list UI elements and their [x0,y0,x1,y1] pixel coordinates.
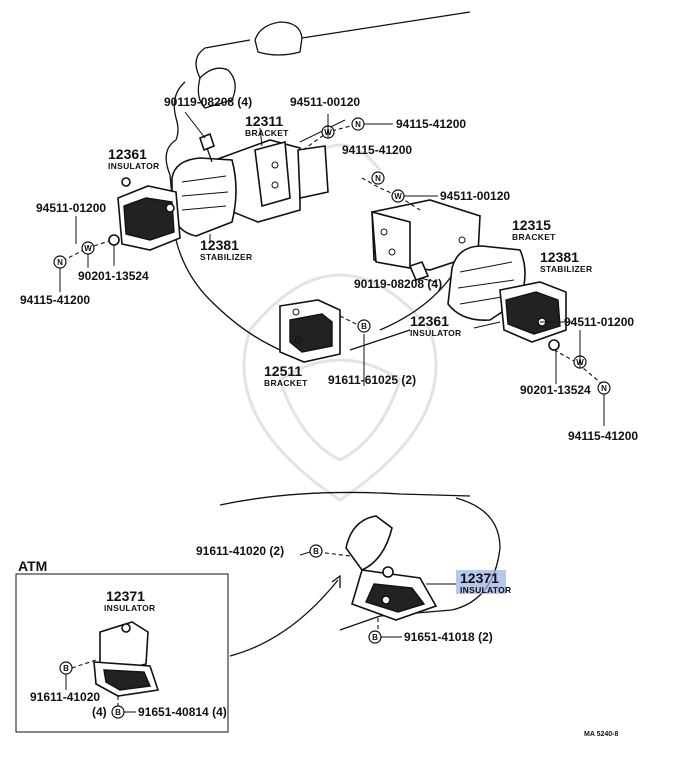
svg-text:B: B [372,633,378,642]
part-labels: 90119-08208 (4) 94511-00120 94115-41200 … [18,95,638,738]
label-bracket-right: BRACKET [512,232,556,242]
nut-icon: N [53,255,67,269]
label-12371-atm: 12371 [106,588,145,604]
label-90201-right: 90201-13524 [520,383,591,397]
left-stabilizer-12381[interactable] [171,157,237,237]
label-90119-top: 90119-08208 (4) [164,95,252,109]
label-94115-right: 94115-41200 [568,429,638,443]
left-insulator-12361[interactable] [117,177,181,251]
label-94115-mid: 94115-41200 [342,143,412,157]
bolt-90119-right[interactable] [408,261,430,281]
label-insulator-main: INSULATOR [460,585,512,595]
label-90201-left: 90201-13524 [78,269,149,283]
label-12315: 12315 [512,217,551,233]
svg-text:B: B [63,664,69,673]
atm-title: ATM [18,558,47,574]
nut-90201-left[interactable] [108,234,120,246]
nut-icon: N [351,117,365,131]
label-94511-mid: 94511-00120 [440,189,510,203]
label-stabilizer-right: STABILIZER [540,264,592,274]
bolt-90119-top[interactable] [199,132,215,163]
bolt-icon: B [309,544,323,558]
label-insulator-atm: INSULATOR [104,603,156,613]
bolt-icon: B [111,705,125,719]
svg-text:N: N [355,120,361,129]
nut-90201-right[interactable] [548,339,560,351]
svg-text:N: N [57,258,63,267]
atm-inset-box [15,573,229,733]
svg-text:B: B [313,547,319,556]
label-12361-right: 12361 [410,313,449,329]
label-94511-left: 94511-01200 [36,201,106,215]
label-stabilizer-left: STABILIZER [200,252,252,262]
bolt-icon: B [368,630,382,644]
label-90119-right: 90119-08208 (4) [354,277,442,291]
reference-code: MA 5240-8 [584,731,618,738]
label-12511: 12511 [264,363,302,379]
right-bracket-12315[interactable] [371,199,481,271]
label-12381-right: 12381 [540,249,579,265]
label-12381-left: 12381 [200,237,239,253]
label-insulator-right: INSULATOR [410,328,462,338]
bolt-icon: B [59,661,73,675]
nut-icon: N [597,381,611,395]
label-12371-main: 12371 [460,570,499,586]
selected-part-highlight [456,570,506,594]
svg-text:N: N [375,174,381,183]
nut-icon: N [371,171,385,185]
svg-text:W: W [394,192,402,201]
label-insulator-left: INSULATOR [108,161,160,171]
svg-text:B: B [361,322,367,331]
label-bracket-bottom: BRACKET [264,378,308,388]
leader-lines [59,114,605,713]
washer-icon: W [391,189,405,203]
engine-outline [165,11,481,356]
atm-pointer-arrow [229,579,339,657]
label-qty-4: (4) [92,705,107,719]
label-bracket-top: BRACKET [245,128,289,138]
bolt-icon: B [357,319,371,333]
label-91611-41020-atm: 91611-41020 [30,690,100,704]
label-94115-left: 94115-41200 [20,293,90,307]
label-91611-41020-top: 91611-41020 (2) [196,544,284,558]
label-94511-right: 94511-01200 [564,315,634,329]
label-91651-40814: 91651-40814 (4) [138,705,227,719]
label-12311: 12311 [245,113,283,129]
svg-text:N: N [601,384,607,393]
bottom-bracket-12511[interactable] [279,299,341,363]
label-94115-top: 94115-41200 [396,117,466,131]
label-12361-left: 12361 [108,146,147,162]
svg-text:W: W [84,244,92,253]
main-insulator-12371[interactable] [345,515,438,621]
svg-text:B: B [115,708,121,717]
label-91651-41018: 91651-41018 (2) [404,630,493,644]
label-91611-61025: 91611-61025 (2) [328,373,416,387]
label-94511-top: 94511-00120 [290,95,360,109]
atm-insulator-12371[interactable] [93,621,160,697]
right-insulator-12361[interactable] [499,281,567,343]
washer-icon: W [81,241,95,255]
